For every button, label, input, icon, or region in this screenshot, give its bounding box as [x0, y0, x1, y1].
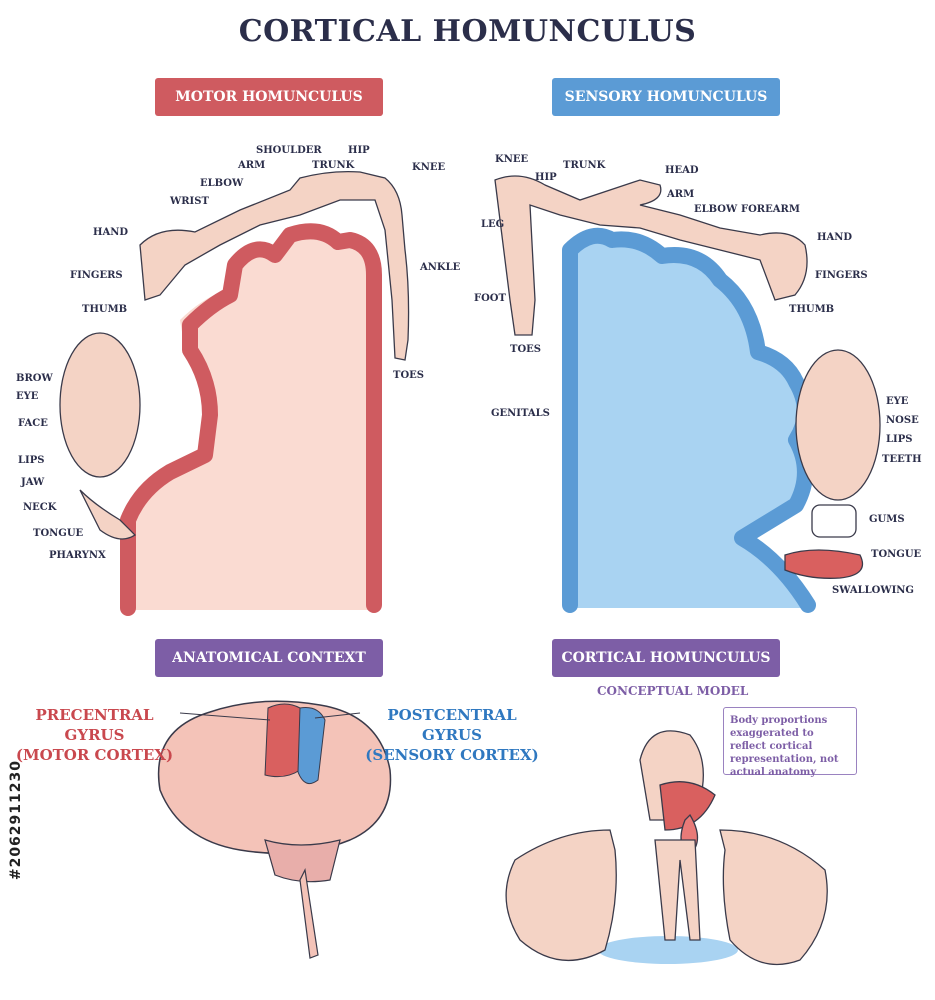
sensory-label-hand: HAND — [817, 232, 853, 243]
motor-label-ankle: ANKLE — [420, 262, 461, 273]
postcentral-gyrus-name: POSTCENTRAL GYRUS — [387, 706, 517, 744]
sensory-label-forearm: FOREARM — [741, 204, 800, 215]
precentral-gyrus-name: PRECENTRAL GYRUS — [35, 706, 154, 744]
motor-label-toes: TOES — [393, 370, 424, 381]
sensory-label-arm: ARM — [667, 189, 695, 200]
motor-label-knee: KNEE — [412, 162, 446, 173]
postcentral-gyrus-label: POSTCENTRAL GYRUS (SENSORY CORTEX) — [362, 705, 542, 765]
motor-label-neck: NECK — [23, 502, 57, 513]
sensory-label-knee: KNEE — [495, 154, 529, 165]
motor-label-wrist: WRIST — [170, 196, 209, 207]
sensory-label-tongue: TONGUE — [871, 549, 922, 560]
sensory-label-leg: LEG — [481, 219, 505, 230]
anatomical-context-header: ANATOMICAL CONTEXT — [155, 639, 383, 677]
sensory-label-gums: GUMS — [869, 514, 905, 525]
motor-label-jaw: JAW — [21, 477, 45, 488]
motor-label-tongue: TONGUE — [33, 528, 84, 539]
motor-label-lips: LIPS — [18, 455, 45, 466]
sensory-homunculus-figure — [494, 175, 881, 579]
motor-label-thumb: THUMB — [82, 304, 128, 315]
sensory-label-hip: HIP — [535, 172, 557, 183]
precentral-gyrus-label: PRECENTRAL GYRUS (MOTOR CORTEX) — [12, 705, 177, 765]
motor-label-eye: EYE — [16, 391, 39, 402]
motor-label-pharynx: PHARYNX — [49, 550, 106, 561]
proportions-note: Body proportions exaggerated to reflect … — [723, 707, 857, 778]
motor-homunculus-figure — [59, 170, 410, 540]
conceptual-model-subtitle: CONCEPTUAL MODEL — [597, 684, 749, 698]
sensory-label-fingers: FINGERS — [815, 270, 868, 281]
motor-cortex-shape — [120, 223, 382, 616]
motor-label-arm: ARM — [238, 160, 266, 171]
motor-label-shoulder: SHOULDER — [256, 145, 322, 156]
motor-label-brow: BROW — [16, 373, 53, 384]
sensory-label-trunk: TRUNK — [563, 160, 606, 171]
sensory-label-foot: FOOT — [474, 293, 506, 304]
stock-id: #2062911230 — [8, 760, 24, 881]
motor-label-fingers: FINGERS — [70, 270, 123, 281]
sensory-label-eye: EYE — [886, 396, 909, 407]
sensory-label-swallowing: SWALLOWING — [832, 585, 914, 596]
sensory-cortex-shape — [562, 227, 816, 613]
sensory-label-teeth: TEETH — [882, 454, 922, 465]
motor-label-face: FACE — [18, 418, 48, 429]
precentral-gyrus-role: (MOTOR CORTEX) — [15, 746, 174, 764]
sensory-label-elbow: ELBOW — [694, 204, 738, 215]
sensory-label-thumb: THUMB — [789, 304, 835, 315]
page-title: CORTICAL HOMUNCULUS — [238, 14, 697, 49]
motor-label-hand: HAND — [93, 227, 129, 238]
sensory-homunculus-header: SENSORY HOMUNCULUS — [552, 78, 780, 116]
sensory-label-lips: LIPS — [886, 434, 913, 445]
motor-label-trunk: TRUNK — [312, 160, 355, 171]
conceptual-homunculus-figure — [505, 730, 828, 966]
sensory-label-head: HEAD — [665, 165, 699, 176]
postcentral-gyrus-role: (SENSORY CORTEX) — [365, 746, 539, 764]
sensory-label-genitals: GENITALS — [491, 408, 550, 419]
sensory-label-nose: NOSE — [886, 415, 919, 426]
brain-illustration — [157, 700, 392, 959]
sensory-label-toes: TOES — [510, 344, 541, 355]
motor-label-hip: HIP — [348, 145, 370, 156]
motor-label-elbow: ELBOW — [200, 178, 244, 189]
motor-homunculus-header: MOTOR HOMUNCULUS — [155, 78, 383, 116]
cortical-homunculus-header: CORTICAL HOMUNCULUS — [552, 639, 780, 677]
